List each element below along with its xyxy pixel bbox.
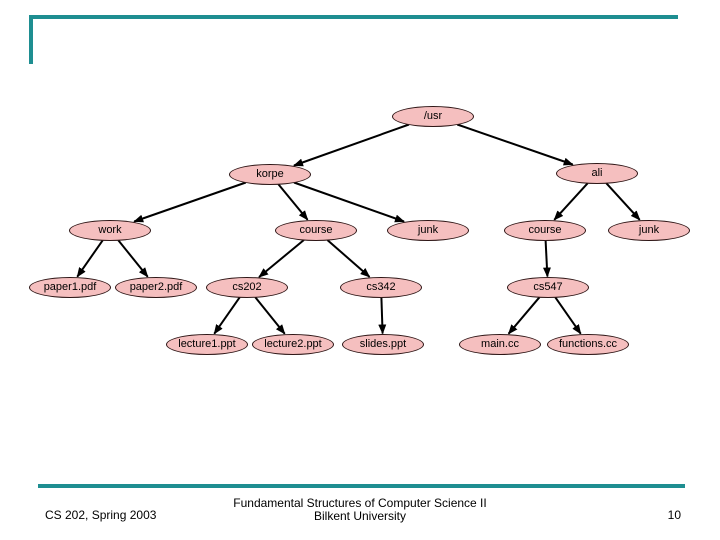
tree-node-cs342: cs342 — [340, 276, 422, 298]
tree-node-korpe: korpe — [229, 163, 311, 185]
tree-node-functions: functions.cc — [547, 333, 629, 355]
tree-node-junk2: junk — [608, 219, 690, 241]
bottom-accent-line — [38, 484, 685, 488]
tree-node-course2: course — [504, 219, 586, 241]
footer-course-label: CS 202, Spring 2003 — [45, 508, 157, 522]
top-accent-line — [30, 15, 678, 19]
tree-node-ali: ali — [556, 162, 638, 184]
tree-node-junk1: junk — [387, 219, 469, 241]
tree-node-cs202: cs202 — [206, 276, 288, 298]
tree-node-cs547: cs547 — [507, 276, 589, 298]
page-number: 10 — [667, 508, 681, 522]
footer-title: Fundamental Structures of Computer Scien… — [0, 497, 720, 523]
tree-node-maincc: main.cc — [459, 333, 541, 355]
tree-node-paper2: paper2.pdf — [115, 276, 197, 298]
tree-node-slides: slides.ppt — [342, 333, 424, 355]
tree-node-work: work — [69, 219, 151, 241]
footer-title-line2: Bilkent University — [313, 509, 407, 523]
tree-node-usr: /usr — [392, 105, 474, 127]
tree-node-paper1: paper1.pdf — [29, 276, 111, 298]
tree-node-course1: course — [275, 219, 357, 241]
footer-title-line1: Fundamental Structures of Computer Scien… — [233, 496, 487, 510]
left-accent-line — [29, 15, 33, 64]
tree-node-lecture2: lecture2.ppt — [252, 333, 334, 355]
tree-node-lecture1: lecture1.ppt — [166, 333, 248, 355]
